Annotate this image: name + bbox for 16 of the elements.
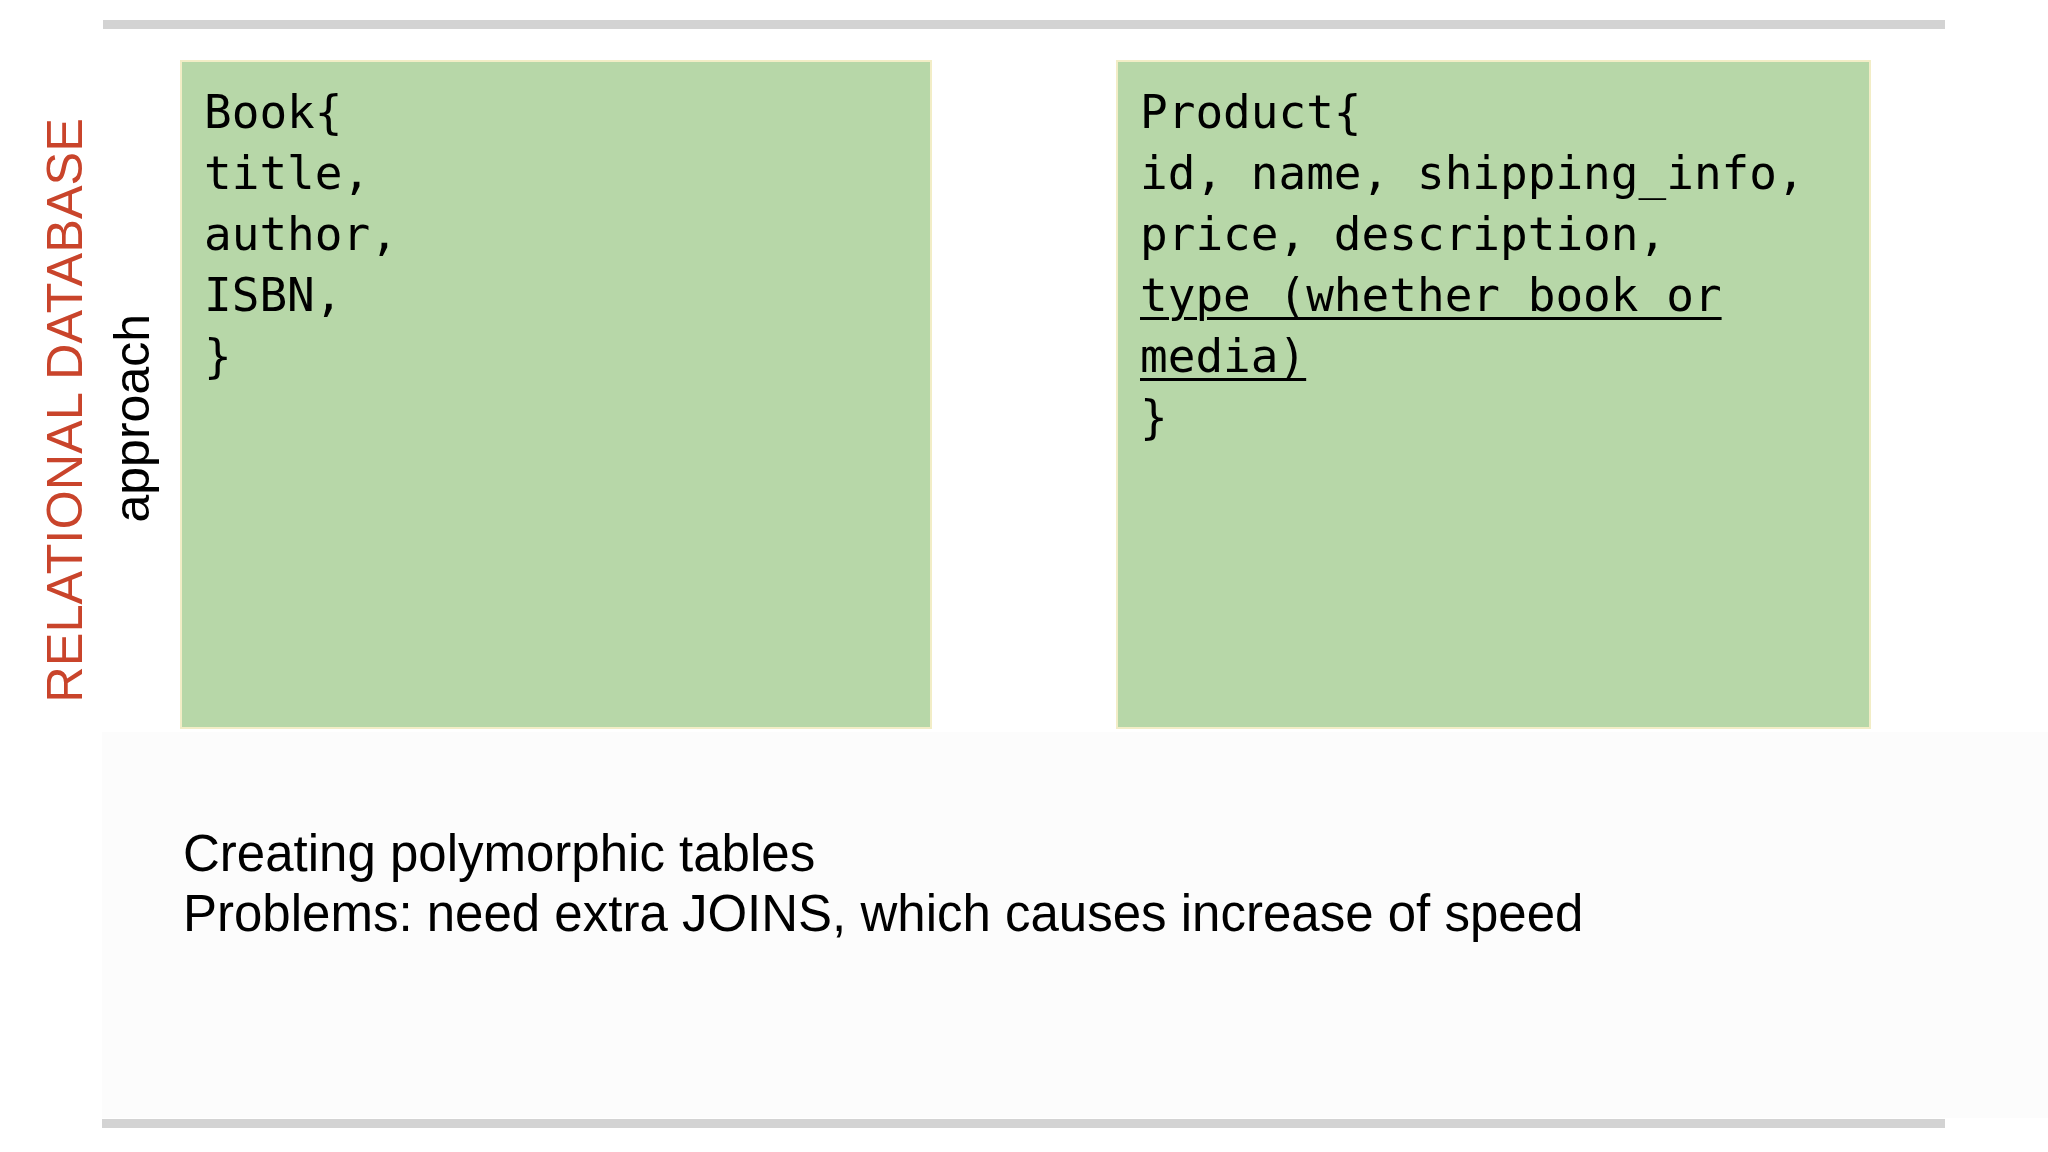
vertical-subheading: approach (107, 314, 157, 523)
code-line: Book{ (204, 84, 343, 141)
code-line: id, name, shipping_info, (1140, 145, 1805, 202)
note-text: Problems: need extra JOINS, which causes increase of speed (183, 884, 1584, 944)
vertical-heading: RELATIONAL DATABASE (40, 118, 91, 703)
code-line: price, description, (1140, 206, 1667, 263)
code-line: ISBN, (204, 267, 343, 324)
code-line: } (204, 328, 232, 385)
code-line: type (whether book or media) (1140, 267, 1723, 385)
class-definition-box (180, 60, 932, 729)
code-line: } (1140, 389, 1168, 446)
code-line: Product{ (1140, 84, 1362, 141)
class-definition-box (1116, 60, 1871, 729)
code-line: title, (204, 145, 371, 202)
note-text: Creating polymorphic tables (183, 824, 816, 884)
code-line: author, (204, 206, 398, 263)
